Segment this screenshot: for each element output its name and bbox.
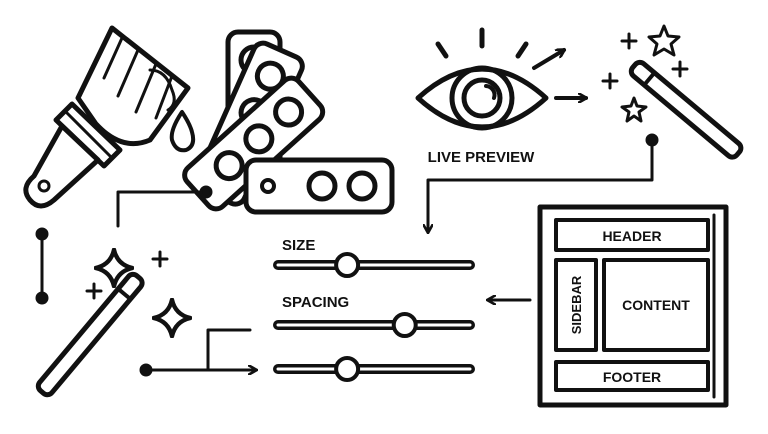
layout-footer-block bbox=[554, 360, 710, 392]
magic-wand-icon bbox=[35, 271, 145, 398]
connector-left-vertical bbox=[35, 227, 49, 305]
layout-content-label: CONTENT bbox=[622, 297, 690, 313]
connector-wand-to-sliders bbox=[428, 133, 659, 232]
slider-knob[interactable] bbox=[334, 252, 361, 278]
layout-header-label: HEADER bbox=[602, 228, 661, 244]
layout-wireframe-icon bbox=[537, 204, 729, 408]
sparkle-icon bbox=[85, 250, 190, 337]
slider-knob[interactable] bbox=[391, 312, 418, 338]
slider-panel bbox=[273, 252, 475, 382]
layout-header-block bbox=[554, 218, 710, 252]
layout-footer-label: FOOTER bbox=[603, 369, 661, 385]
eye-icon bbox=[415, 27, 588, 131]
connector-to-sliders bbox=[139, 328, 256, 377]
slider-knob[interactable] bbox=[334, 356, 361, 382]
magic-wand-icon bbox=[628, 59, 744, 160]
layout-sidebar-block bbox=[554, 258, 598, 352]
slider-label-size: SIZE bbox=[282, 237, 315, 254]
color-swatches-icon bbox=[182, 29, 395, 215]
slider-label-spacing: SPACING bbox=[282, 294, 349, 311]
paintbrush-icon bbox=[23, 25, 196, 209]
connector-brush-to-swatches bbox=[116, 185, 213, 228]
layout-content-block bbox=[602, 258, 710, 352]
live-preview-label: LIVE PREVIEW bbox=[428, 149, 536, 166]
sparkle-icon bbox=[601, 24, 689, 123]
layout-sidebar-label: SIDEBAR bbox=[569, 275, 584, 334]
